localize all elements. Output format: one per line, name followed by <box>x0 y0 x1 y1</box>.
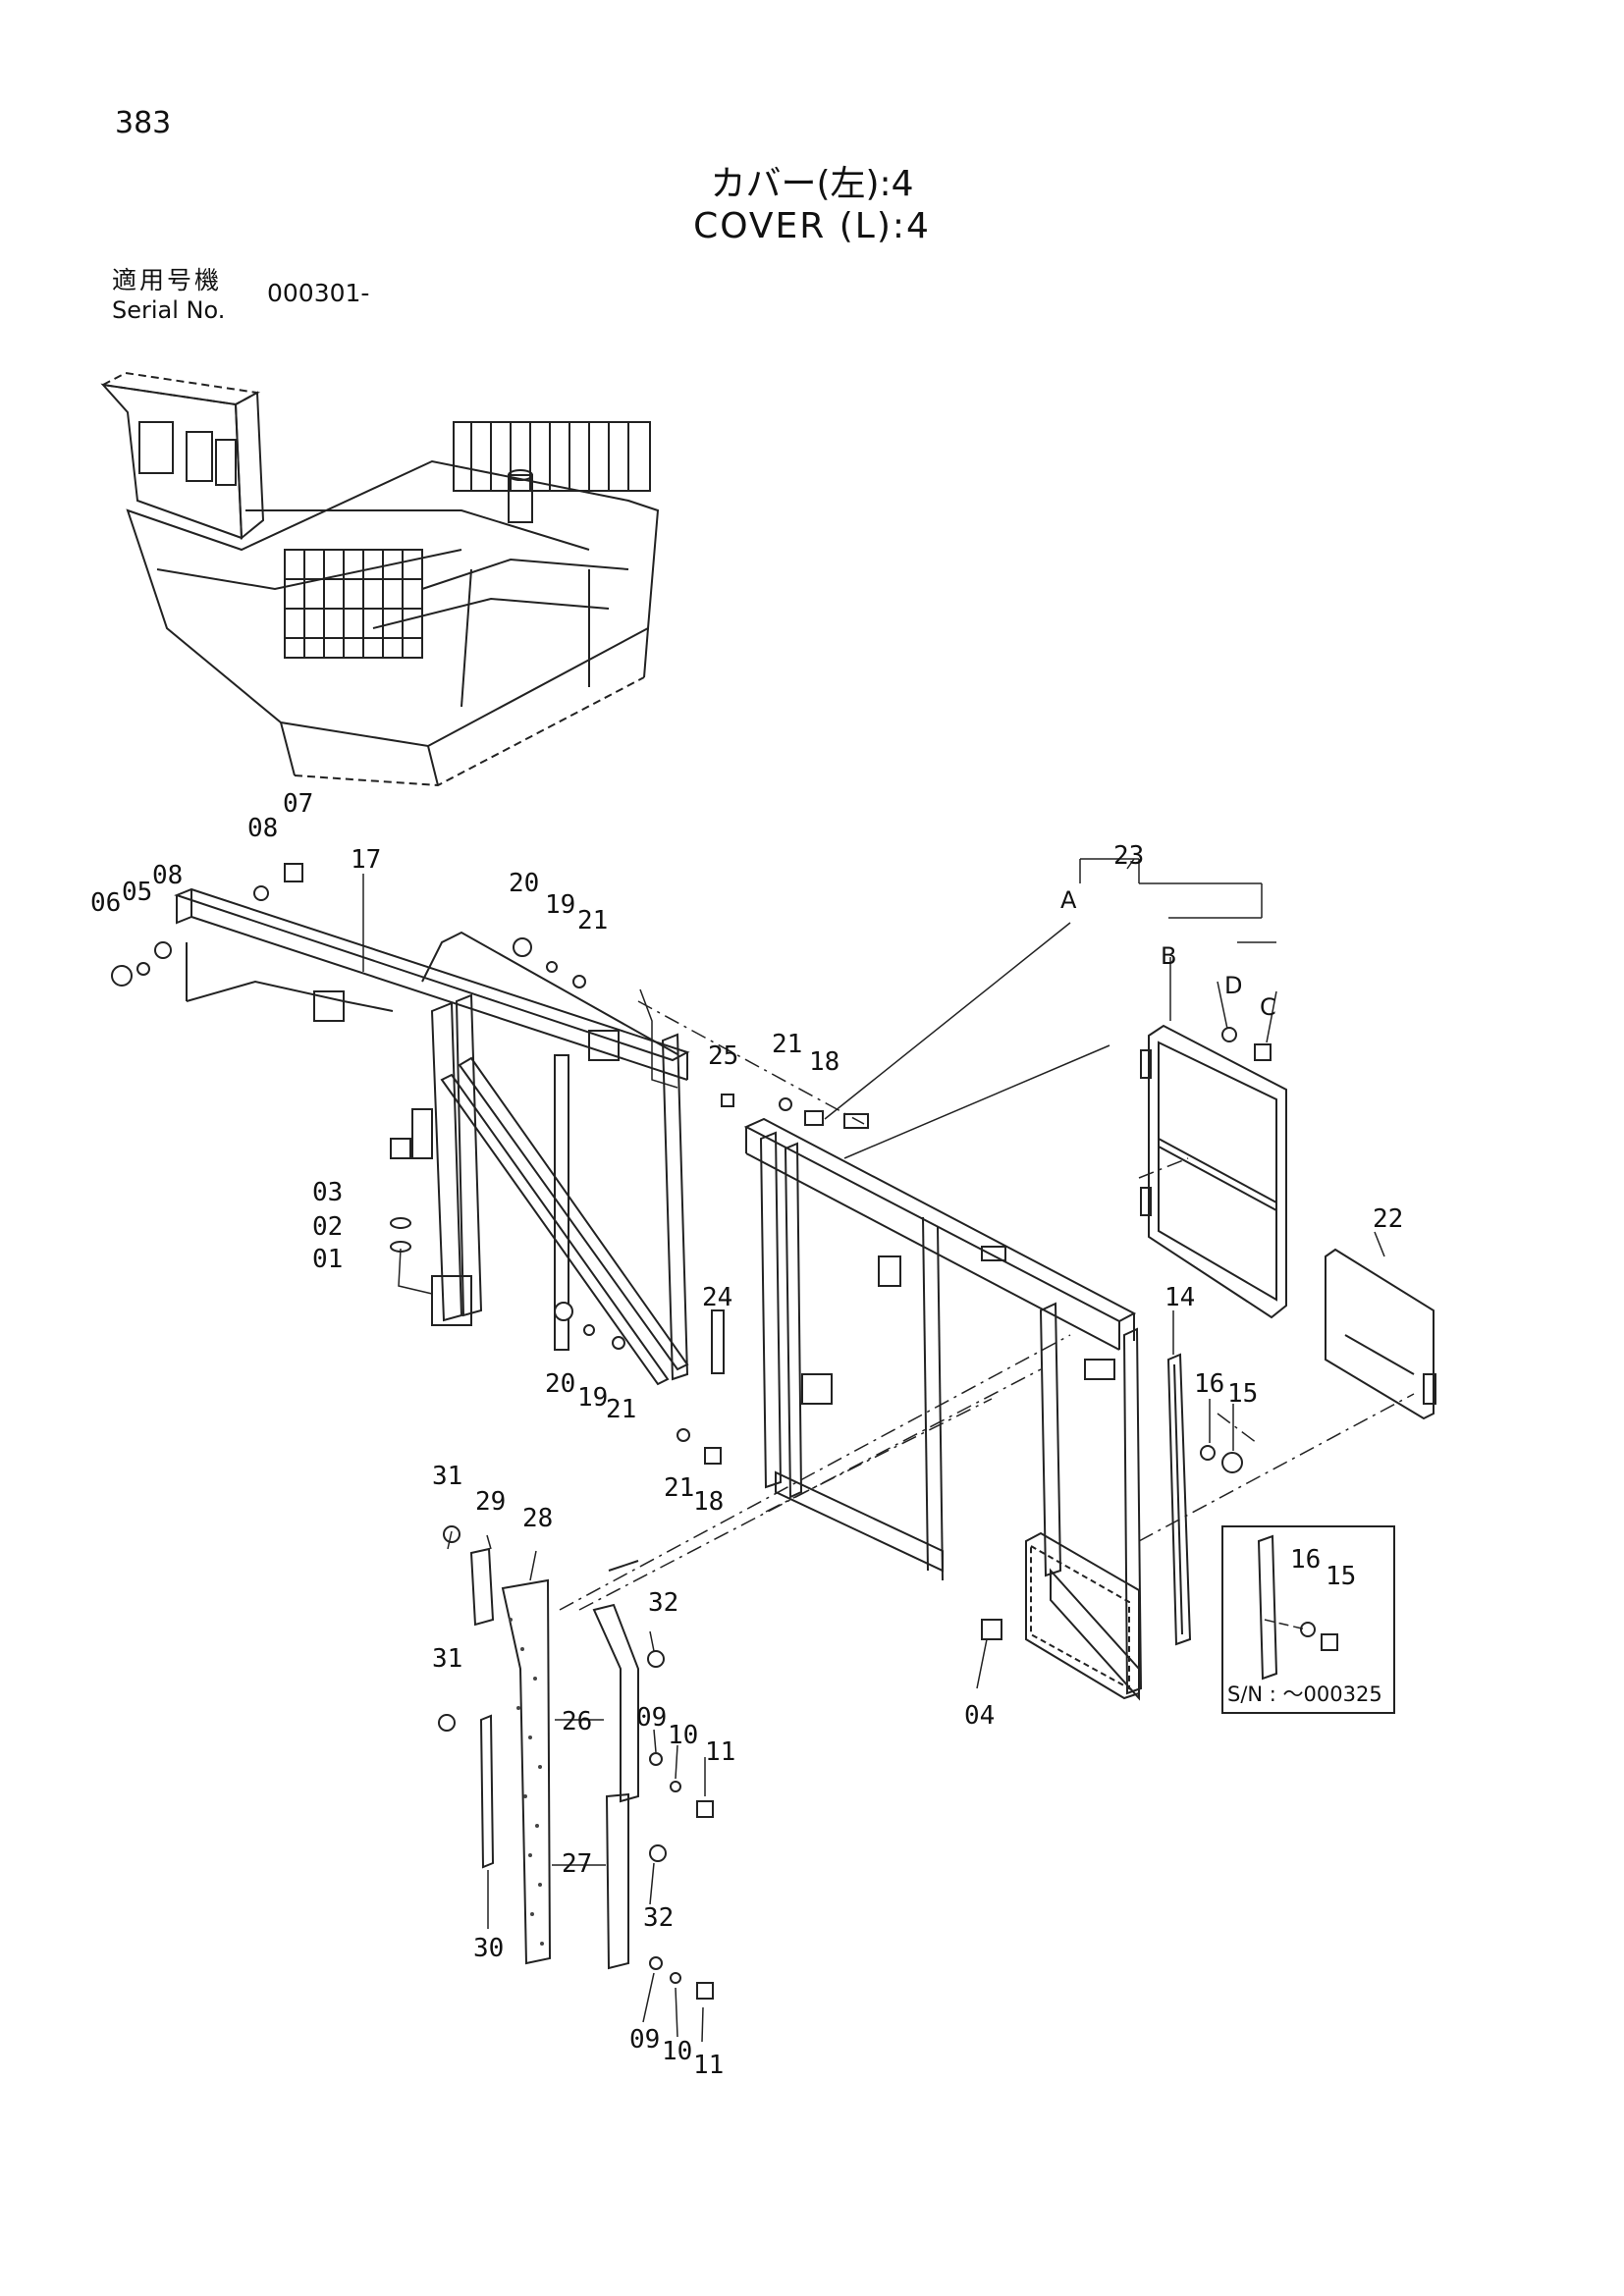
page-number: 383 <box>115 106 172 140</box>
callout-D: D <box>1224 972 1242 999</box>
callout-17: 17 <box>351 845 381 875</box>
callout-22: 22 <box>1373 1204 1403 1234</box>
inset-serial-note: S/N : ～000325 <box>1227 1682 1382 1706</box>
callout-07: 07 <box>283 789 313 819</box>
callout-26: 26 <box>562 1707 592 1736</box>
callout-08: 08 <box>247 814 278 843</box>
page-title-english: COVER (L):4 <box>693 206 931 246</box>
callout-16: 16 <box>1194 1369 1224 1399</box>
callout-25: 25 <box>708 1041 738 1071</box>
callout-10: 10 <box>662 2037 692 2066</box>
callout-32: 32 <box>643 1903 674 1933</box>
callout-03: 03 <box>312 1178 343 1207</box>
callout-B: B <box>1161 942 1176 970</box>
callout-inset-15: 15 <box>1326 1562 1356 1591</box>
leader-lines <box>362 858 1385 2043</box>
seal-28-dots <box>509 1618 544 1946</box>
fasteners <box>111 863 1272 2000</box>
callout-18: 18 <box>693 1487 724 1517</box>
serial-label-japanese: 適用号機 <box>112 266 223 294</box>
callout-inset-16: 16 <box>1290 1545 1321 1575</box>
left-frame-assembly <box>174 887 690 1386</box>
callout-06: 06 <box>90 888 121 918</box>
callout-11: 11 <box>693 2051 724 2080</box>
callout-C: C <box>1260 993 1276 1021</box>
callout-09: 09 <box>629 2025 660 2055</box>
door-panel-assembly <box>1140 1024 1287 1319</box>
panel-22-illustration <box>1325 1248 1436 1420</box>
serial-variant-inset: S/N : ～000325 16 15 <box>1221 1525 1395 1714</box>
callout-A: A <box>1060 886 1077 914</box>
callout-20: 20 <box>545 1369 575 1399</box>
callout-21: 21 <box>577 906 608 935</box>
main-frame-assembly <box>743 1113 1143 1701</box>
callout-32: 32 <box>648 1588 678 1618</box>
page-title-japanese: カバー(左):4 <box>710 164 914 204</box>
callout-15: 15 <box>1227 1379 1258 1409</box>
callout-21: 21 <box>664 1473 694 1503</box>
callout-02: 02 <box>312 1212 343 1242</box>
callout-08: 08 <box>152 861 183 890</box>
callout-20: 20 <box>509 869 539 898</box>
callout-04: 04 <box>964 1701 995 1731</box>
callout-18: 18 <box>809 1047 839 1077</box>
callout-28: 28 <box>522 1504 553 1533</box>
callout-23: 23 <box>1113 841 1144 871</box>
callout-21: 21 <box>772 1030 802 1059</box>
machine-overview-illustration <box>99 371 660 787</box>
serial-label-english: Serial No. <box>112 296 226 324</box>
callout-29: 29 <box>475 1487 506 1517</box>
callout-21: 21 <box>606 1395 636 1424</box>
callout-11: 11 <box>705 1737 735 1767</box>
callout-01: 01 <box>312 1245 343 1274</box>
callout-30: 30 <box>473 1934 504 1963</box>
callout-24: 24 <box>702 1283 732 1312</box>
part-callouts: 06 05 08 08 07 17 20 19 21 25 21 18 03 0… <box>90 789 1403 2080</box>
strip-14-illustration <box>1166 1353 1192 1646</box>
side-panel-illustration <box>1025 1531 1140 1700</box>
callout-14: 14 <box>1164 1283 1195 1312</box>
callout-27: 27 <box>562 1849 592 1879</box>
callout-09: 09 <box>636 1703 667 1733</box>
callout-05: 05 <box>122 878 152 907</box>
serial-number-range: 000301- <box>267 279 370 307</box>
callout-19: 19 <box>577 1383 608 1413</box>
callout-19: 19 <box>545 890 575 920</box>
callout-31: 31 <box>432 1462 462 1491</box>
lower-left-parts <box>469 1547 639 1970</box>
callout-10: 10 <box>668 1721 698 1750</box>
callout-31: 31 <box>432 1644 462 1674</box>
alignment-lines <box>559 1000 1415 1611</box>
